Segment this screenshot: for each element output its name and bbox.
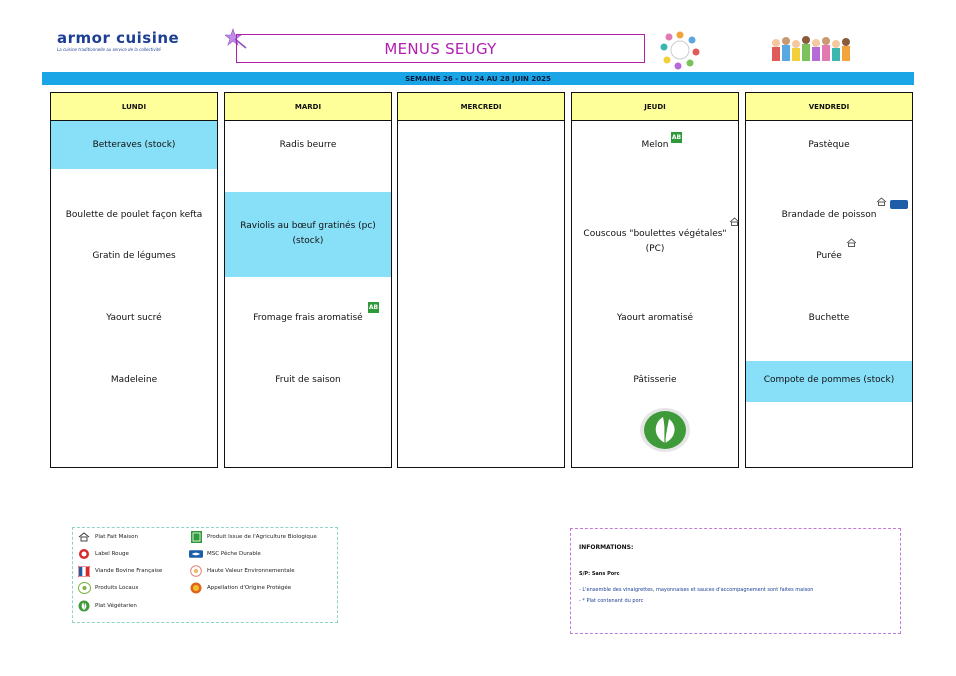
day-header: MERCREDI bbox=[398, 93, 564, 121]
dish-laitage: Fromage frais aromatisé bbox=[253, 313, 363, 323]
legend-item: Haute Valeur Environnementale bbox=[189, 565, 295, 577]
legend-label: Haute Valeur Environnementale bbox=[207, 568, 295, 574]
legend-item: Produit Issue de l'Agriculture Biologiqu… bbox=[189, 531, 317, 543]
legend-label: Label Rouge bbox=[95, 551, 129, 557]
day-body: Betteraves (stock) Boulette de poulet fa… bbox=[51, 121, 217, 467]
dish-plat: Boulette de poulet façon kefta bbox=[65, 210, 203, 220]
legend-label: Appellation d'Origine Protégée bbox=[207, 585, 292, 591]
kids-group-icon bbox=[768, 33, 854, 67]
dish-dessert: Fruit de saison bbox=[275, 375, 341, 385]
menu-title: MENUS SEUGY bbox=[384, 39, 497, 58]
legend-item: Viande Bovine Française bbox=[77, 565, 162, 577]
dish-laitage: Buchette bbox=[808, 313, 850, 323]
dish-plat: Raviolis au bœuf gratinés (pc) bbox=[240, 221, 376, 231]
day-column-mardi: MARDI Radis beurre Raviolis au bœuf grat… bbox=[224, 92, 392, 468]
legend-box: Plat Fait Maison Label Rouge Viande Bovi… bbox=[72, 527, 338, 623]
brand-logo: armor cuisine La cuisine traditionnelle … bbox=[57, 30, 227, 52]
msc-peche-durable-icon bbox=[890, 200, 908, 209]
day-column-jeudi: JEUDI Melon AB Couscous "boulettes végét… bbox=[571, 92, 740, 468]
dish-dessert: Pâtisserie bbox=[633, 375, 677, 385]
viande-bovine-francaise-icon bbox=[77, 565, 91, 577]
dish-dessert: Madeleine bbox=[110, 375, 158, 385]
aop-icon bbox=[189, 582, 203, 594]
info-line-sauces: - L'ensemble des vinaigrettes, mayonnais… bbox=[579, 587, 814, 593]
legend-item: MSC Pêche Durable bbox=[189, 548, 261, 560]
legend-label: Produit Issue de l'Agriculture Biologiqu… bbox=[207, 534, 317, 540]
week-bar: SEMAINE 26 - DU 24 AU 28 JUIN 2025 bbox=[42, 72, 914, 85]
legend-item: Label Rouge bbox=[77, 548, 129, 560]
plat-vegetarien-icon bbox=[77, 600, 91, 612]
brand-name: armor cuisine bbox=[57, 29, 180, 47]
dish-accompagnement: Purée bbox=[816, 251, 842, 261]
legend-label: Plat Fait Maison bbox=[95, 534, 138, 540]
day-column-mercredi: MERCREDI bbox=[397, 92, 565, 468]
info-title: INFORMATIONS: bbox=[579, 544, 634, 551]
dish-entree: Melon bbox=[641, 140, 669, 150]
info-sans-porc: S/P: Sans Porc bbox=[579, 571, 620, 577]
legend-label: Produits Locaux bbox=[95, 585, 139, 591]
dish-dessert: Compote de pommes (stock) bbox=[763, 375, 895, 385]
stock-highlight bbox=[225, 192, 391, 277]
day-header: LUNDI bbox=[51, 93, 217, 121]
day-header: JEUDI bbox=[572, 93, 738, 121]
day-header: MARDI bbox=[225, 93, 391, 121]
day-name: MARDI bbox=[294, 102, 322, 111]
dish-laitage: Yaourt aromatisé bbox=[616, 313, 694, 323]
day-name: VENDREDI bbox=[808, 102, 850, 111]
msc-peche-durable-icon bbox=[189, 548, 203, 560]
plat-fait-maison-icon bbox=[876, 197, 887, 206]
legend-label: MSC Pêche Durable bbox=[207, 551, 261, 557]
kids-circle-icon bbox=[660, 31, 700, 70]
haute-valeur-environnementale-icon bbox=[189, 565, 203, 577]
day-name: MERCREDI bbox=[460, 102, 502, 111]
bio-icon: AB bbox=[368, 302, 379, 313]
week-label: SEMAINE 26 - DU 24 AU 28 JUIN 2025 bbox=[405, 74, 551, 83]
plat-fait-maison-icon bbox=[846, 238, 857, 247]
legend-item: Plat Végétarien bbox=[77, 600, 137, 612]
label-rouge-icon bbox=[77, 548, 91, 560]
day-body: Pastèque Brandade de poisson Purée Buche… bbox=[746, 121, 912, 467]
brand-tagline: La cuisine traditionnelle au service de … bbox=[57, 47, 161, 52]
agriculture-biologique-icon bbox=[189, 531, 203, 543]
plat-fait-maison-icon bbox=[729, 217, 740, 226]
bio-icon: AB bbox=[671, 132, 682, 143]
info-box: INFORMATIONS: S/P: Sans Porc - L'ensembl… bbox=[570, 528, 901, 634]
produits-locaux-icon bbox=[77, 582, 91, 594]
day-name: JEUDI bbox=[644, 102, 666, 111]
legend-label: Plat Végétarien bbox=[95, 603, 137, 609]
dish-plat: Brandade de poisson bbox=[781, 210, 877, 220]
plat-vegetarien-icon bbox=[640, 408, 690, 452]
legend-item: Plat Fait Maison bbox=[77, 531, 138, 543]
stock-highlight bbox=[51, 121, 217, 169]
dish-laitage: Yaourt sucré bbox=[106, 313, 162, 323]
legend-label: Viande Bovine Française bbox=[95, 568, 163, 574]
dish-entree: Radis beurre bbox=[279, 140, 337, 150]
dish-entree: Pastèque bbox=[808, 140, 850, 150]
day-header: VENDREDI bbox=[746, 93, 912, 121]
day-column-lundi: LUNDI Betteraves (stock) Boulette de pou… bbox=[50, 92, 218, 468]
info-line-porc: - * Plat contenant du porc bbox=[579, 598, 644, 604]
legend-item: Appellation d'Origine Protégée bbox=[189, 582, 291, 594]
dish-accompagnement: Gratin de légumes bbox=[92, 251, 176, 261]
day-body: Radis beurre Raviolis au bœuf gratinés (… bbox=[225, 121, 391, 467]
dish-plat: Couscous "boulettes végétales" (PC) bbox=[583, 229, 727, 254]
day-body: Melon AB Couscous "boulettes végétales" … bbox=[572, 121, 740, 467]
plat-fait-maison-icon bbox=[77, 531, 91, 543]
legend-item: Produits Locaux bbox=[77, 582, 138, 594]
day-column-vendredi: VENDREDI Pastèque Brandade de poisson Pu… bbox=[745, 92, 913, 468]
dish-entree: Betteraves (stock) bbox=[92, 140, 176, 150]
day-name: LUNDI bbox=[121, 102, 147, 111]
stock-highlight bbox=[746, 361, 912, 402]
dish-plat-stock: (stock) bbox=[292, 236, 324, 246]
day-body bbox=[398, 121, 564, 467]
menu-title-box: MENUS SEUGY bbox=[236, 34, 645, 63]
